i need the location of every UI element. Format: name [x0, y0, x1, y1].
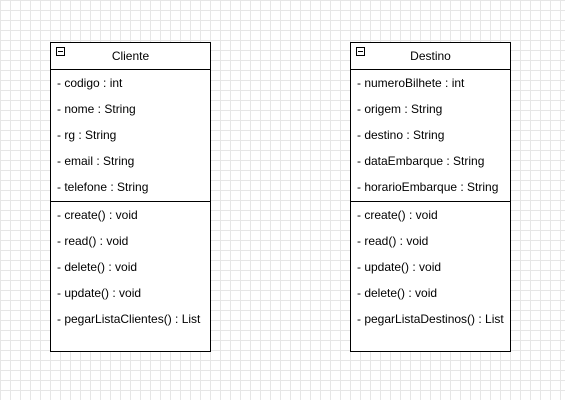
attribute: - origem : String: [357, 102, 443, 116]
method: - create() : void: [357, 208, 438, 222]
uml-class-cliente[interactable]: Cliente - codigo : int - nome : String -…: [50, 42, 211, 352]
uml-class-destino[interactable]: Destino - numeroBilhete : int - origem :…: [350, 42, 511, 352]
class-name: Destino: [410, 49, 451, 63]
attribute: - horarioEmbarque : String: [357, 180, 499, 194]
attribute: - destino : String: [357, 128, 445, 142]
attributes-section: - codigo : int - nome : String - rg : St…: [51, 70, 210, 202]
method: - read() : void: [57, 234, 129, 248]
attribute: - numeroBilhete : int: [357, 76, 465, 90]
attributes-section: - numeroBilhete : int - origem : String …: [351, 70, 510, 202]
attribute: - codigo : int: [57, 76, 123, 90]
attribute: - email : String: [57, 154, 135, 168]
methods-section: - create() : void - read() : void - upda…: [351, 202, 510, 332]
methods-section: - create() : void - read() : void - dele…: [51, 202, 210, 332]
collapse-minus-icon[interactable]: [56, 47, 65, 56]
method: - update() : void: [357, 260, 442, 274]
method: - read() : void: [357, 234, 429, 248]
class-header: Cliente: [51, 43, 210, 70]
attribute: - telefone : String: [57, 180, 149, 194]
method: - create() : void: [57, 208, 138, 222]
method: - delete() : void: [57, 260, 138, 274]
collapse-minus-icon[interactable]: [356, 47, 365, 56]
attribute: - rg : String: [57, 128, 117, 142]
class-header: Destino: [351, 43, 510, 70]
attribute: - dataEmbarque : String: [357, 154, 485, 168]
method: - pegarListaClientes() : List: [57, 312, 201, 326]
method: - pegarListaDestinos() : List: [357, 312, 504, 326]
attribute: - nome : String: [57, 102, 136, 116]
method: - delete() : void: [357, 286, 438, 300]
class-name: Cliente: [111, 49, 150, 63]
method: - update() : void: [57, 286, 142, 300]
